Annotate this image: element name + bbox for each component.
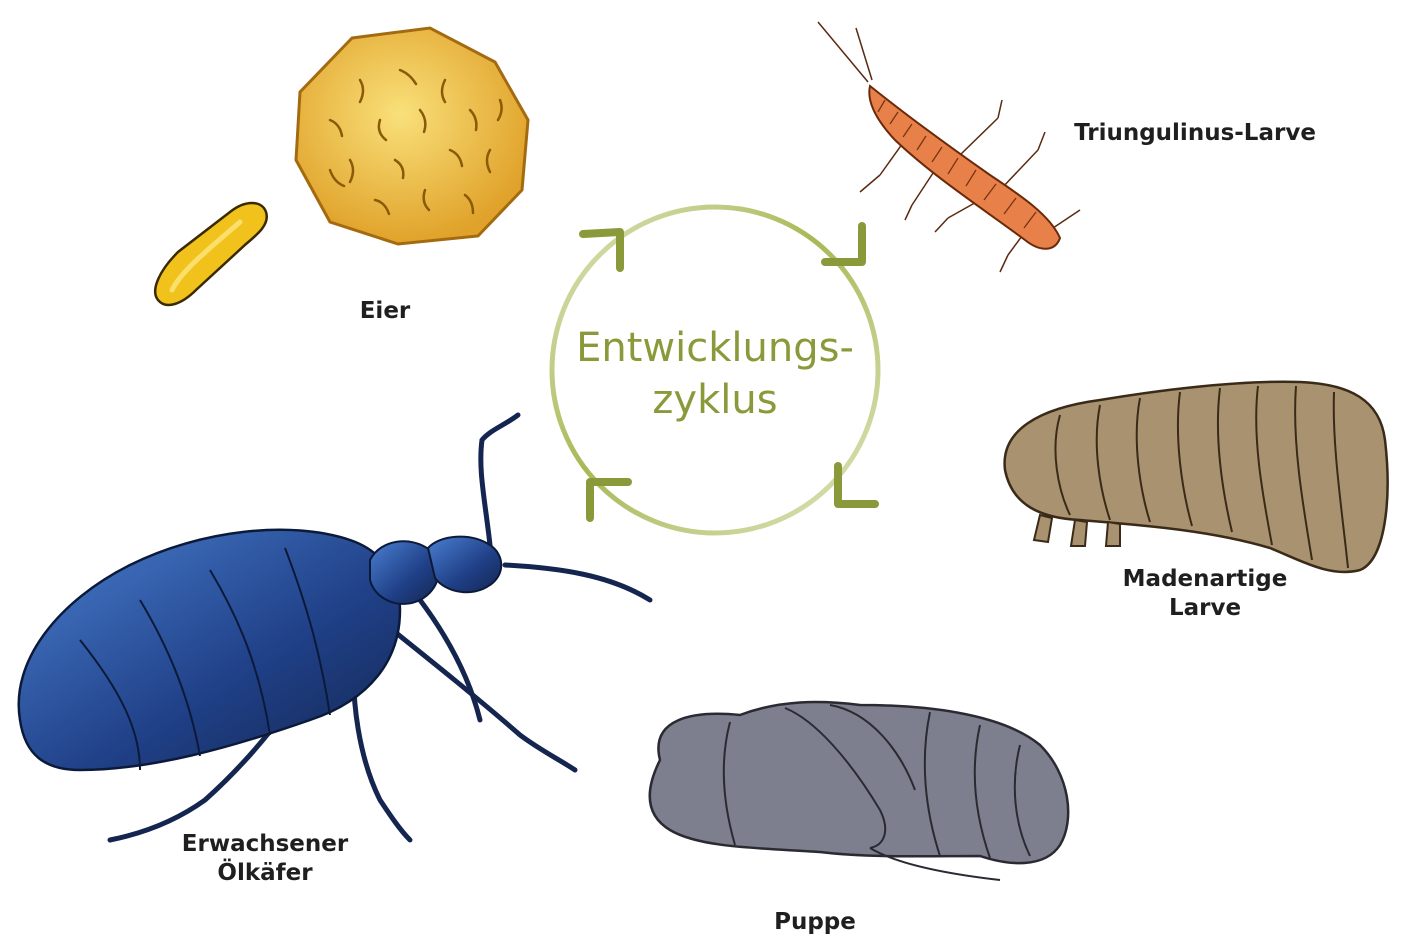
cycle-title-line-1: Entwicklungs- bbox=[540, 322, 890, 374]
label-adult-beetle-line-2: Ölkäfer bbox=[160, 859, 370, 888]
pupa-illustration bbox=[650, 702, 1068, 880]
label-adult-beetle-line-1: Erwachsener bbox=[160, 830, 370, 859]
maggot-larva-illustration bbox=[1005, 382, 1388, 572]
cycle-title-line-2: zyklus bbox=[540, 374, 890, 426]
label-triungulin-larva: Triungulinus-Larve bbox=[1060, 119, 1330, 148]
egg-cluster-illustration bbox=[296, 28, 528, 244]
label-maggot-larva: Madenartige Larve bbox=[1100, 565, 1310, 623]
label-maggot-larva-line-2: Larve bbox=[1100, 594, 1310, 623]
cycle-arrow-bottom-left-icon bbox=[590, 482, 628, 518]
label-adult-beetle: Erwachsener Ölkäfer bbox=[160, 830, 370, 888]
triungulin-larva-illustration bbox=[818, 22, 1080, 272]
label-maggot-larva-line-1: Madenartige bbox=[1100, 565, 1310, 594]
label-pupa: Puppe bbox=[760, 908, 870, 937]
cycle-title: Entwicklungs- zyklus bbox=[540, 322, 890, 426]
adult-beetle-illustration bbox=[19, 415, 650, 840]
single-egg-illustration bbox=[155, 203, 267, 305]
label-eggs: Eier bbox=[340, 297, 430, 326]
